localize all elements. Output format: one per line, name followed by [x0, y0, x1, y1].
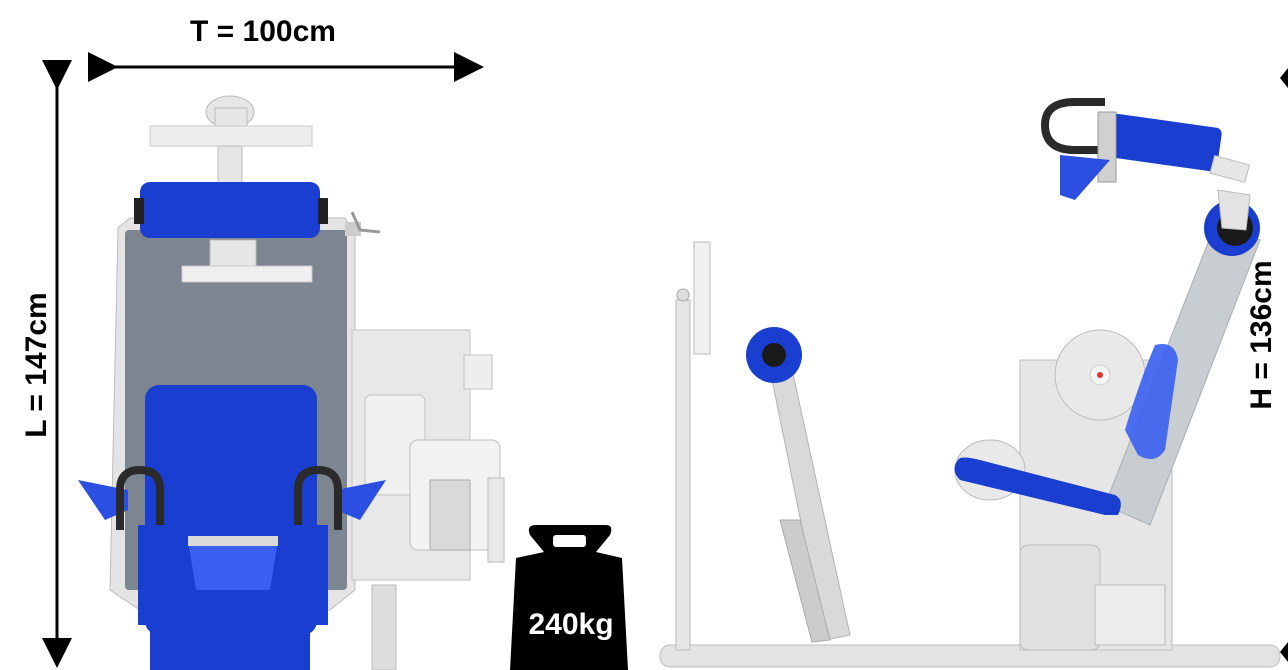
length-label: L = 147cm [20, 292, 53, 438]
width-label: T = 100cm [190, 15, 336, 48]
kettlebell-weight-icon [510, 525, 628, 670]
height-dimension-arrow [1280, 68, 1288, 662]
height-label: H = 136cm [1245, 260, 1278, 410]
front-view-machine [78, 95, 505, 670]
side-view-machine [659, 98, 1281, 668]
weight-label: 240kg [528, 608, 614, 641]
